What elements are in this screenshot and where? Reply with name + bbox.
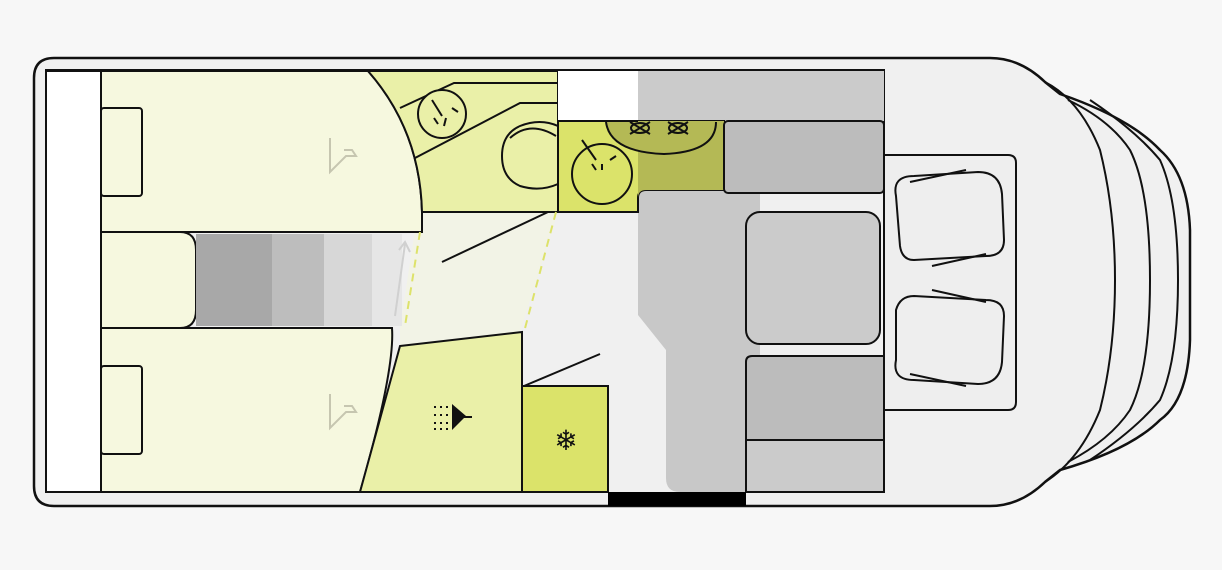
snowflake-icon: ❄ <box>554 424 577 457</box>
gas-burner-icon <box>667 121 689 135</box>
step-4 <box>372 234 402 326</box>
gas-burner-icon <box>629 121 651 135</box>
bathroom-counter-edge-2 <box>414 102 558 159</box>
bed-upper <box>100 70 423 233</box>
dinette-bench-lower-base <box>745 439 885 493</box>
hanger-icon <box>329 394 358 431</box>
dashboard-line-2 <box>1089 99 1180 461</box>
rear-wall <box>45 70 102 493</box>
cab-seat-passenger <box>894 289 1006 387</box>
sink-icon <box>571 143 633 205</box>
dinette-table <box>745 211 881 345</box>
step-1 <box>196 234 272 326</box>
faucet-icon <box>581 139 617 171</box>
seat-back-top <box>638 71 884 121</box>
hanger-icon <box>329 138 358 175</box>
faucet-icon <box>431 99 459 127</box>
kitchen-top-white <box>558 71 638 121</box>
windscreen <box>1044 81 1117 483</box>
step-2 <box>272 234 324 326</box>
arrow-up-icon <box>394 240 411 317</box>
bathroom-counter-edge <box>399 82 558 109</box>
dashboard-line-1 <box>1067 99 1152 463</box>
hob-outline <box>605 121 717 156</box>
divider-dashed-left <box>404 231 421 327</box>
door-line-fridge <box>523 353 601 387</box>
aisle-grey <box>638 190 760 492</box>
bed-lower <box>100 327 394 493</box>
bed-lower-pillow <box>100 365 143 455</box>
divider-dashed-right <box>523 211 557 333</box>
cab-seat-driver <box>894 169 1006 267</box>
dinette-bench-upper <box>723 120 885 194</box>
step-3 <box>324 234 372 326</box>
sink-icon <box>417 89 467 139</box>
dinette-bench-lower <box>745 355 885 441</box>
aisle-floor <box>400 212 558 346</box>
door-line-bathroom <box>441 211 549 263</box>
entrance-door <box>608 492 746 506</box>
toilet-icon <box>500 121 559 190</box>
toilet-seat <box>509 127 557 139</box>
bed-middle-cushion <box>100 231 197 329</box>
bed-upper-pillow <box>100 107 143 197</box>
shower-icon <box>434 404 472 430</box>
fridge <box>521 385 609 493</box>
